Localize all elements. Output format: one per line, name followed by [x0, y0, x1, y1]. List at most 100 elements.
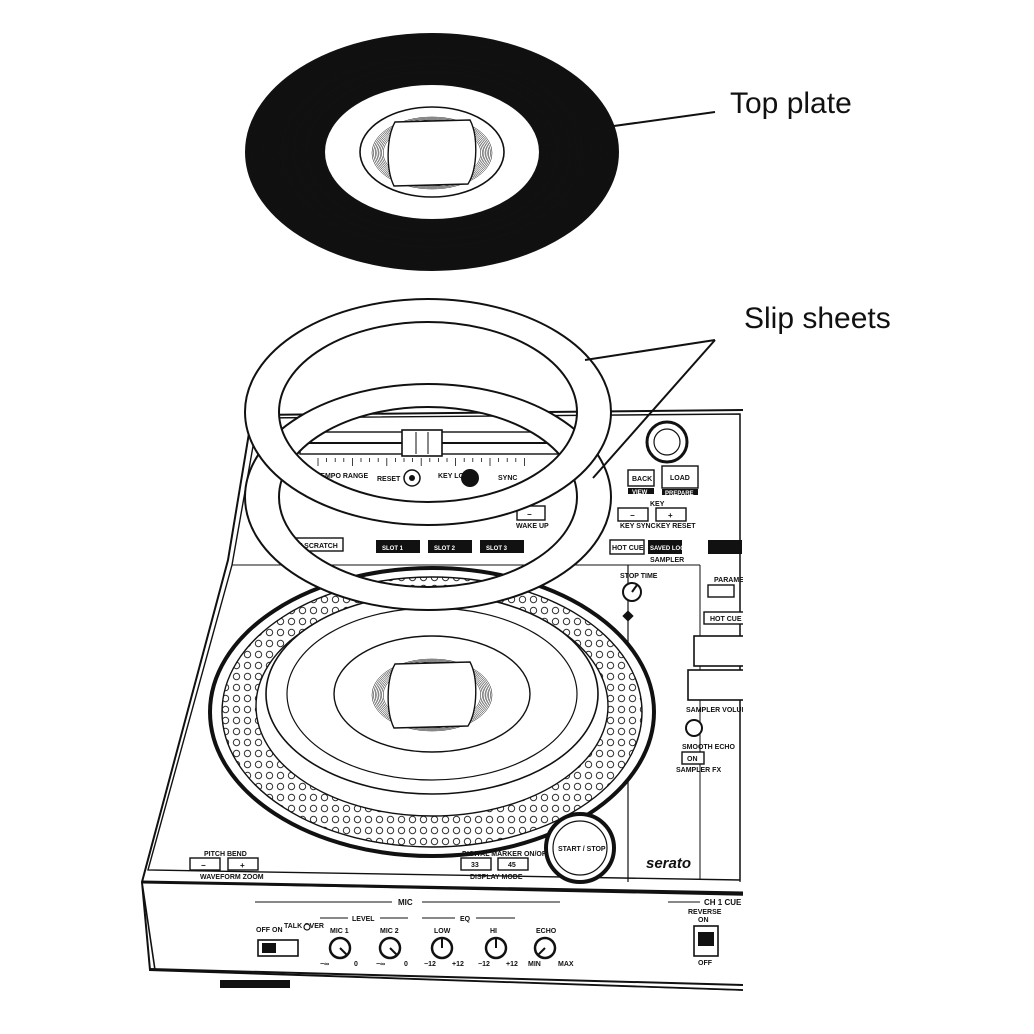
mic-switch-toggle [262, 943, 276, 953]
jump-minus-label: − [527, 510, 532, 519]
key-lock-label: KEY LOCK [438, 473, 474, 480]
browse-knob-inner [653, 428, 681, 456]
echo-max: MAX [558, 961, 574, 968]
slip-sheet-lower [243, 383, 613, 611]
slot2-button[interactable] [428, 540, 472, 553]
slip-sheets-label: Slip sheets [744, 302, 891, 335]
reset-label: RESET [377, 476, 401, 483]
groove-band [280, 55, 584, 249]
center-groove-line [376, 119, 488, 187]
sampler-label: SAMPLER [650, 557, 684, 564]
pitch-bend-plus[interactable] [227, 857, 259, 871]
reverse-on-label: ON [698, 917, 709, 924]
key-plus-button[interactable] [655, 507, 687, 522]
saved-loop-label: SAVED LOOP [650, 546, 689, 552]
rpm-45-label: 45 [508, 862, 516, 869]
dj-controller: TEMPO RANGE RESET KEY LOCK SYNC BACK VIE… [140, 409, 758, 991]
hi-max: +12 [506, 961, 518, 968]
key-minus-label: − [630, 511, 635, 520]
tempo-slider-knob[interactable] [401, 429, 443, 457]
groove-line [259, 42, 605, 262]
slot2-label: SLOT 2 [434, 546, 456, 552]
jog-center-groove-line [374, 660, 490, 730]
groove-line [248, 35, 616, 269]
talk-over-led [303, 923, 311, 931]
reset-button-dot [409, 475, 415, 481]
slip-sheet-upper [243, 298, 613, 526]
pitch-bend-plus-label: + [240, 861, 245, 870]
low-min: −12 [424, 961, 436, 968]
mic1-min: −∞ [320, 961, 329, 968]
sampler-volume-knob[interactable] [685, 719, 703, 737]
groove-line [288, 61, 576, 245]
center-groove-line [374, 118, 490, 188]
parameter-left-button[interactable] [707, 584, 735, 598]
groove-line [266, 47, 598, 258]
groove-line [264, 45, 600, 259]
scratch-label: IT SCRATCH [296, 543, 338, 550]
stop-time-pointer [631, 584, 638, 593]
jog-center-plate [387, 661, 477, 729]
groove-line [316, 80, 548, 227]
groove-line [253, 38, 611, 266]
slot1-button[interactable] [376, 540, 420, 553]
hot-cue-center-button[interactable] [703, 611, 744, 625]
tempo-range-label: TEMPO RANGE [316, 473, 368, 480]
start-stop-inner [552, 820, 608, 876]
tempo-scale [317, 458, 525, 466]
echo-min: MIN [528, 961, 541, 968]
groove-line [319, 82, 545, 226]
groove-line [312, 77, 552, 230]
center-groove-line [371, 116, 493, 190]
rpm-33-button[interactable] [460, 857, 492, 871]
key-minus-button[interactable] [617, 507, 649, 522]
groove-line [272, 51, 592, 254]
top-plate-label: Top plate [730, 87, 852, 120]
echo-pointer [537, 947, 546, 956]
digital-marker-label: DIGITAL MARKER ON/OFF [462, 851, 551, 858]
pad-top[interactable] [693, 635, 744, 667]
groove-line [299, 68, 565, 238]
center-groove-line [373, 117, 491, 189]
smooth-echo-on-button[interactable] [681, 751, 705, 765]
mic2-pointer [389, 947, 398, 956]
mic2-max: 0 [404, 961, 408, 968]
groove-line [286, 60, 578, 246]
pitch-bend-label: PITCH BEND [204, 851, 247, 858]
slot3-button[interactable] [480, 540, 524, 553]
parameter-label: PARAMETER [714, 577, 758, 584]
pitch-bend-minus[interactable] [189, 857, 221, 871]
slip-sheets [243, 298, 613, 611]
pad-bottom[interactable] [687, 669, 744, 701]
rpm-33-label: 33 [471, 862, 479, 869]
key-lock-button[interactable] [461, 469, 479, 487]
reverse-label: REVERSE [688, 909, 722, 916]
low-max: +12 [452, 961, 464, 968]
hot-cue-button[interactable] [609, 539, 645, 555]
jog-center-groove-line [376, 661, 488, 729]
front-edge-line [141, 880, 743, 895]
groove-band [304, 70, 560, 234]
slip-sheets-leader-line-upper [584, 339, 716, 361]
smooth-echo-on-label: ON [687, 756, 698, 763]
key-reset-label: KEY RESET [656, 523, 696, 530]
jog-center-groove-line [373, 659, 491, 731]
reverse-off-label: OFF [698, 960, 713, 967]
saved-loop-button[interactable] [648, 540, 682, 554]
top-plate-leader-line [584, 111, 716, 131]
mic2-min: −∞ [376, 961, 385, 968]
rpm-45-button[interactable] [497, 857, 529, 871]
slot1-label: SLOT 1 [382, 546, 404, 552]
view-label: VIEW [632, 490, 648, 496]
mic1-label: MIC 1 [330, 928, 349, 935]
center-dark-button[interactable] [708, 540, 742, 554]
mic-title: MIC [398, 898, 413, 907]
stop-time-marker [622, 610, 634, 622]
load-button[interactable] [661, 465, 699, 489]
sampler-fx-label: SAMPLER FX [676, 767, 721, 774]
back-button[interactable] [627, 469, 655, 487]
groove-line [314, 79, 550, 228]
reverse-switch-toggle [698, 932, 714, 946]
waveform-zoom-label: WAVEFORM ZOOM [200, 874, 264, 881]
